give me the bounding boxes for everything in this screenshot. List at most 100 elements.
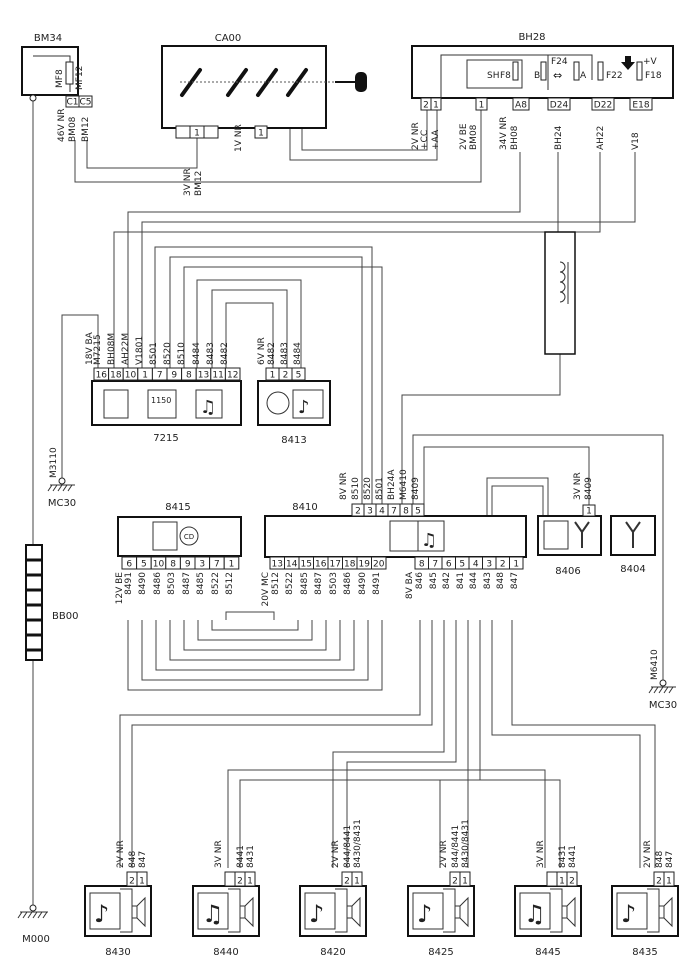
wire-label: 841 [456,572,466,589]
connector-pin [223,556,240,570]
pin-number: 6 [126,560,132,570]
bm34-label: BM34 [34,33,62,44]
connector-pin [175,125,191,139]
wire-label: BH08M [107,333,117,365]
chip-icon [103,389,129,419]
c8410-label: 8410 [292,502,317,513]
fuse-label: B [534,71,540,81]
connector-pin [459,871,471,887]
wire-label: 8486 [343,572,353,595]
connector-pin [136,871,148,887]
speaker-label: 8430 [105,947,130,958]
pin-number: 12 [227,371,238,381]
wire-label: 844/8441 [343,825,353,868]
music-note-icon [292,389,324,419]
chip-icon [543,520,569,550]
wire-label: BM08 [469,124,479,150]
svg-text:♫: ♫ [524,900,546,928]
pin-number: 1 [139,877,145,887]
pin-number: 6 [446,560,452,570]
wire-label: 8484 [293,342,303,365]
wire-label: 2V BE [459,123,469,150]
wire-label: 2V NR [116,840,126,868]
connector-pin [371,556,387,570]
connector-pin [509,556,524,570]
c8406-connector: 1 [582,504,596,517]
wire-label: 848 [496,572,506,589]
fuse-icon [65,61,74,85]
ground-label: MC30 [649,700,677,711]
pin-number: 1 [462,877,468,887]
fuse-label: SH [487,71,499,81]
wire-label: 2V NR [331,840,341,868]
speaker-icon [561,896,576,928]
c8406-label: 8406 [555,566,580,577]
wire-label: 8520 [163,342,173,365]
single-note-icon [304,892,336,930]
wire-label: 6V NR [257,337,267,365]
wire-label: 3V NR [183,168,193,196]
wire-label: 844/8441 [451,825,461,868]
music-note-icon [195,389,223,419]
pin-number: 10 [153,560,165,570]
pin-number: 2 [237,877,243,887]
pin-number: 2 [344,877,350,887]
wire-label: BH24A [387,469,397,500]
battery-label: BB00 [52,611,78,622]
chip-icon [152,521,178,551]
pin-number: 3 [486,560,492,570]
svg-text:♪: ♪ [309,900,324,928]
wire-label: 8483 [206,342,216,365]
speaker-label: 8440 [213,947,238,958]
key-icon [335,72,367,92]
double-note-icon [197,892,229,930]
wire-label: 8482 [267,342,277,365]
connector-pin [591,97,615,111]
wire-label: 8510 [351,477,361,500]
connector-pin [663,871,675,887]
pin-number: 15 [301,560,312,570]
pin-number: 2 [500,560,506,570]
pin-number: 2 [656,877,662,887]
pin-number: 4 [473,560,479,570]
wires [32,80,664,905]
fuse-label: MF12 [75,66,85,90]
fuses [512,61,643,81]
pin-number: 20 [373,560,385,570]
c7215-label: 7215 [153,433,178,444]
cd-icon [179,526,199,546]
wire-label: 8503 [329,572,339,595]
wire-label: 8501 [149,342,159,365]
ground-m6410: M6410 MC30 [648,649,677,711]
wire-label: 8490 [138,572,148,595]
c8413-label: 8413 [281,435,306,446]
wire-label: 2V NR [411,122,421,150]
connector-pin [582,504,596,517]
wire-label: 8V BA [405,571,415,599]
svg-text:♫: ♫ [200,397,216,418]
pin-number: 16 [96,371,108,381]
antenna-8404: 8404 [610,515,656,575]
single-note-icon [89,892,121,930]
wire-label: AH22 [596,126,606,150]
pin-number: 8 [403,507,409,517]
connector-pin [254,125,268,139]
speaker-icon [454,896,469,928]
wire-label: 8430/8431 [461,819,471,868]
connector-pin [244,871,256,887]
wire-label: 847 [138,851,148,868]
bidirectional-arrow-icon: ⇔ [553,69,562,82]
pin-number: 19 [359,560,371,570]
wire-label: 3V NR [573,472,583,500]
wire-label: AH22M [121,333,131,365]
battery-bb00: BB00 [25,544,78,661]
